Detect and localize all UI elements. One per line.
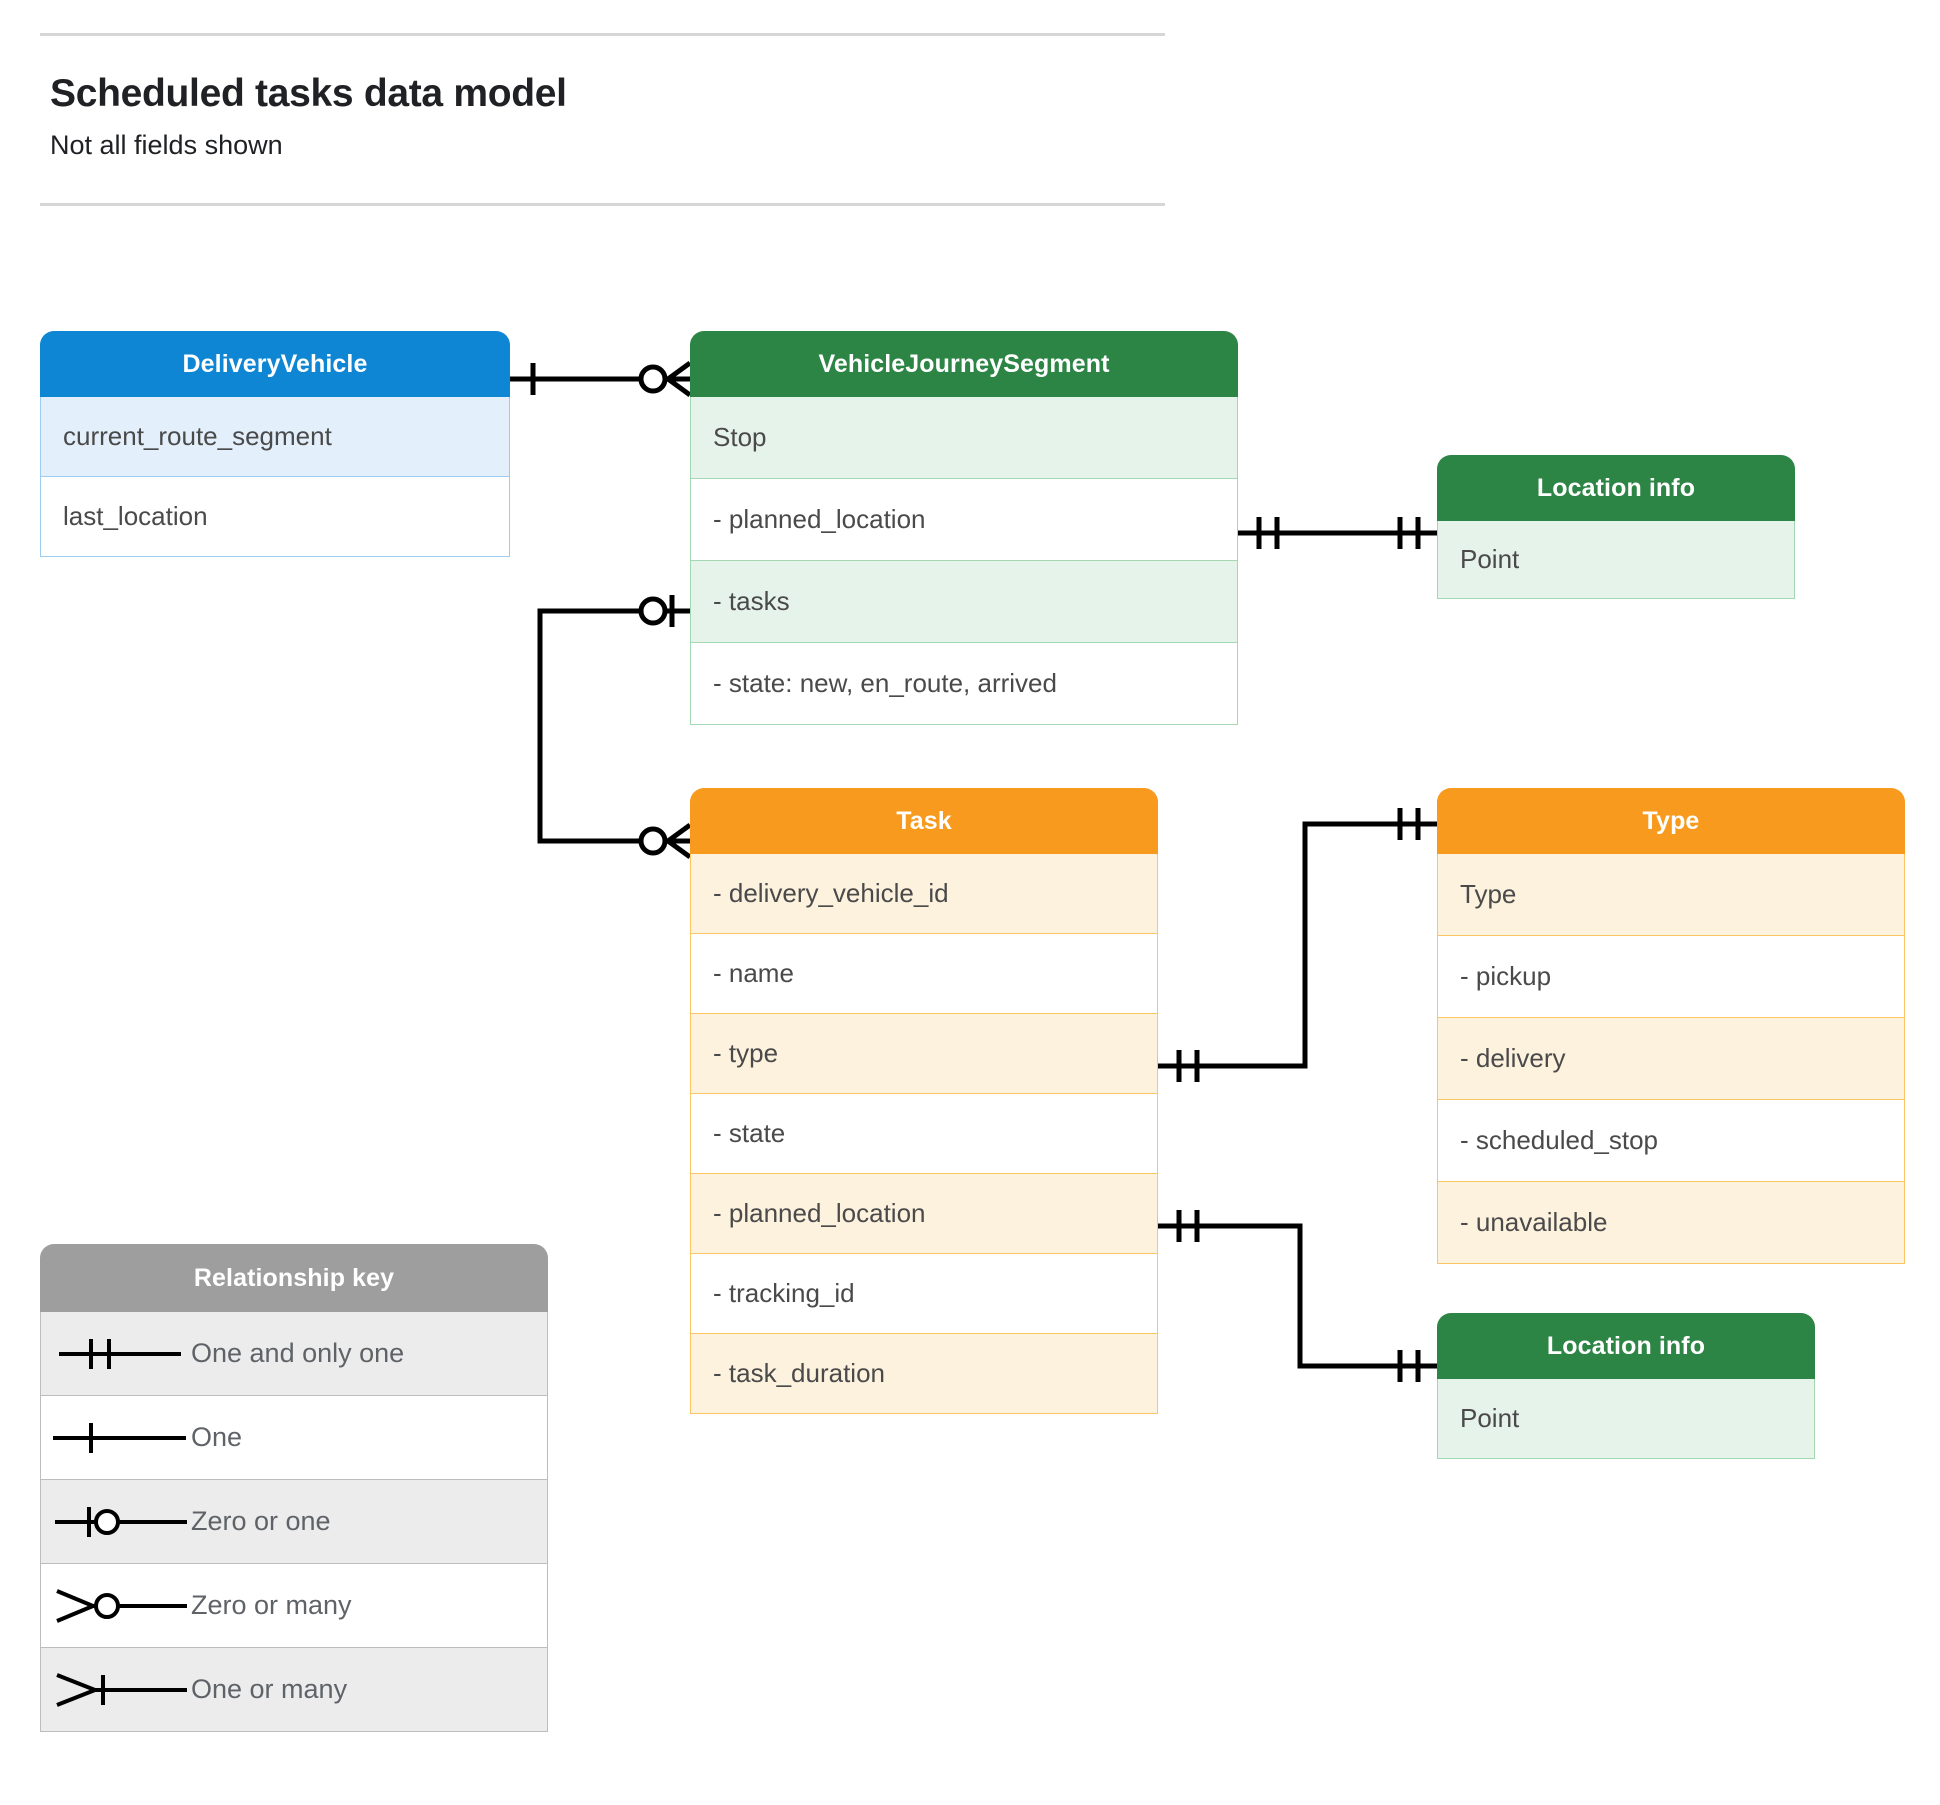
field-stop[interactable]: Stop bbox=[690, 397, 1238, 479]
field-type-delivery[interactable]: - delivery bbox=[1437, 1018, 1905, 1100]
field-task-planned-location[interactable]: - planned_location bbox=[690, 1174, 1158, 1254]
legend-label: One and only one bbox=[191, 1338, 405, 1368]
legend-label: One bbox=[191, 1422, 243, 1452]
entity-type[interactable]: Type Type - pickup - delivery - schedule… bbox=[1437, 788, 1905, 1264]
field-point-top[interactable]: Point bbox=[1437, 521, 1795, 599]
field-type-pickup[interactable]: - pickup bbox=[1437, 936, 1905, 1018]
header-divider-top bbox=[40, 33, 1165, 36]
page-title: Scheduled tasks data model bbox=[50, 72, 567, 115]
legend-label: Zero or many bbox=[191, 1590, 352, 1620]
field-tasks[interactable]: - tasks bbox=[690, 561, 1238, 643]
field-task-type[interactable]: - type bbox=[690, 1014, 1158, 1094]
field-tracking-id[interactable]: - tracking_id bbox=[690, 1254, 1158, 1334]
legend-item-one: One bbox=[40, 1396, 548, 1480]
entity-header-delivery-vehicle: DeliveryVehicle bbox=[40, 331, 510, 397]
one-or-many-icon bbox=[41, 1648, 191, 1731]
legend-item-one-and-only-one: One and only one bbox=[40, 1312, 548, 1396]
legend-item-zero-or-many: Zero or many bbox=[40, 1564, 548, 1648]
page-subtitle: Not all fields shown bbox=[50, 130, 283, 160]
field-type-scheduled-stop[interactable]: - scheduled_stop bbox=[1437, 1100, 1905, 1182]
field-state[interactable]: - state: new, en_route, arrived bbox=[690, 643, 1238, 725]
header-divider-bottom bbox=[40, 203, 1165, 206]
one-and-only-one-icon bbox=[41, 1312, 191, 1395]
entity-header-type: Type bbox=[1437, 788, 1905, 854]
zero-or-one-icon bbox=[41, 1480, 191, 1563]
connector-task-locationinfo bbox=[1158, 1223, 1437, 1369]
connector-vjs-tasks-task bbox=[537, 608, 690, 844]
connector-task-type bbox=[1158, 821, 1437, 1069]
legend-item-one-or-many: One or many bbox=[40, 1648, 548, 1732]
field-last-location[interactable]: last_location bbox=[40, 477, 510, 557]
field-current-route-segment[interactable]: current_route_segment bbox=[40, 397, 510, 477]
entity-header-task: Task bbox=[690, 788, 1158, 854]
entity-header-vehicle-journey-segment: VehicleJourneySegment bbox=[690, 331, 1238, 397]
legend-label: Zero or one bbox=[191, 1506, 331, 1536]
entity-vehicle-journey-segment[interactable]: VehicleJourneySegment Stop - planned_loc… bbox=[690, 331, 1238, 725]
one-icon bbox=[41, 1396, 191, 1479]
legend-relationship-key: Relationship key One and only one bbox=[40, 1244, 548, 1732]
entity-task[interactable]: Task - delivery_vehicle_id - name - type… bbox=[690, 788, 1158, 1414]
field-type-unavailable[interactable]: - unavailable bbox=[1437, 1182, 1905, 1264]
field-planned-location[interactable]: - planned_location bbox=[690, 479, 1238, 561]
field-task-state[interactable]: - state bbox=[690, 1094, 1158, 1174]
legend-label: One or many bbox=[191, 1674, 348, 1704]
legend-item-zero-or-one: Zero or one bbox=[40, 1480, 548, 1564]
field-type-label[interactable]: Type bbox=[1437, 854, 1905, 936]
entity-location-info-top[interactable]: Location info Point bbox=[1437, 455, 1795, 599]
field-task-duration[interactable]: - task_duration bbox=[690, 1334, 1158, 1414]
entity-location-info-bottom[interactable]: Location info Point bbox=[1437, 1313, 1815, 1459]
entity-delivery-vehicle[interactable]: DeliveryVehicle current_route_segment la… bbox=[40, 331, 510, 557]
field-point-bottom[interactable]: Point bbox=[1437, 1379, 1815, 1459]
entity-header-location-info-top: Location info bbox=[1437, 455, 1795, 521]
field-delivery-vehicle-id[interactable]: - delivery_vehicle_id bbox=[690, 854, 1158, 934]
zero-or-many-icon bbox=[41, 1564, 191, 1647]
field-task-name[interactable]: - name bbox=[690, 934, 1158, 1014]
legend-header: Relationship key bbox=[40, 1244, 548, 1312]
entity-header-location-info-bottom: Location info bbox=[1437, 1313, 1815, 1379]
